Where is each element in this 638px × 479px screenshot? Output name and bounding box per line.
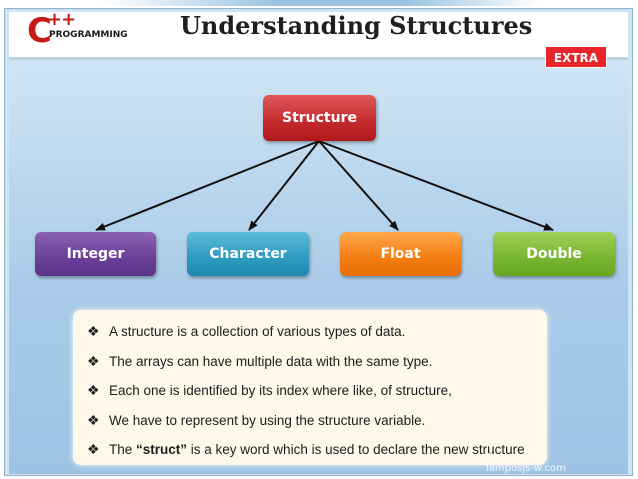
diamond-bullet-icon: ❖ <box>87 323 100 340</box>
bullet-text: Each one is identified by its index wher… <box>109 383 452 399</box>
node-double: Double <box>493 232 615 276</box>
bullet-item: ❖ Each one is identified by its index wh… <box>87 376 547 406</box>
bullet-item: ❖ We have to represent by using the stru… <box>87 406 547 436</box>
bullet-text: The “struct” is a key word which is used… <box>109 442 525 457</box>
top-decoration <box>100 0 540 6</box>
bullet-text: We have to represent by using the struct… <box>109 412 426 428</box>
diamond-bullet-icon: ❖ <box>87 382 100 399</box>
extra-badge: EXTRA <box>545 46 607 68</box>
logo-programming-text: PROGRAMMING <box>49 30 128 40</box>
diamond-bullet-icon: ❖ <box>87 441 100 458</box>
struct-keyword: “struct” <box>136 442 188 458</box>
node-float: Float <box>340 232 461 276</box>
bullet-list: ❖ A structure is a collection of various… <box>73 310 547 465</box>
node-integer: Integer <box>35 232 156 276</box>
diamond-bullet-icon: ❖ <box>87 411 100 428</box>
diamond-bullet-icon: ❖ <box>87 352 100 369</box>
slide-title: Understanding Structures <box>180 11 533 40</box>
watermark-line-1: Ceery <box>486 452 516 463</box>
logo-letter-c: C <box>27 11 52 51</box>
bullet-item: ❖ The arrays can have multiple data with… <box>87 347 547 377</box>
watermark-line-2: lamposjs-w.com <box>486 463 566 474</box>
bullet-text: A structure is a collection of various t… <box>109 324 406 340</box>
bullet-text-suffix: is a key word which is used to declare t… <box>187 442 525 458</box>
bullet-item: ❖ The “struct” is a key word which is us… <box>87 435 547 465</box>
logo-plus-plus: ++ <box>47 9 76 30</box>
node-character: Character <box>187 232 309 276</box>
bullet-item: ❖ A structure is a collection of various… <box>87 317 547 347</box>
bullet-text: The arrays can have multiple data with t… <box>109 353 433 369</box>
node-structure: Structure <box>263 95 376 141</box>
watermark: Ceery lamposjs-w.com <box>486 452 566 474</box>
bullet-text-prefix: The <box>109 442 137 458</box>
slide-header <box>9 12 628 60</box>
